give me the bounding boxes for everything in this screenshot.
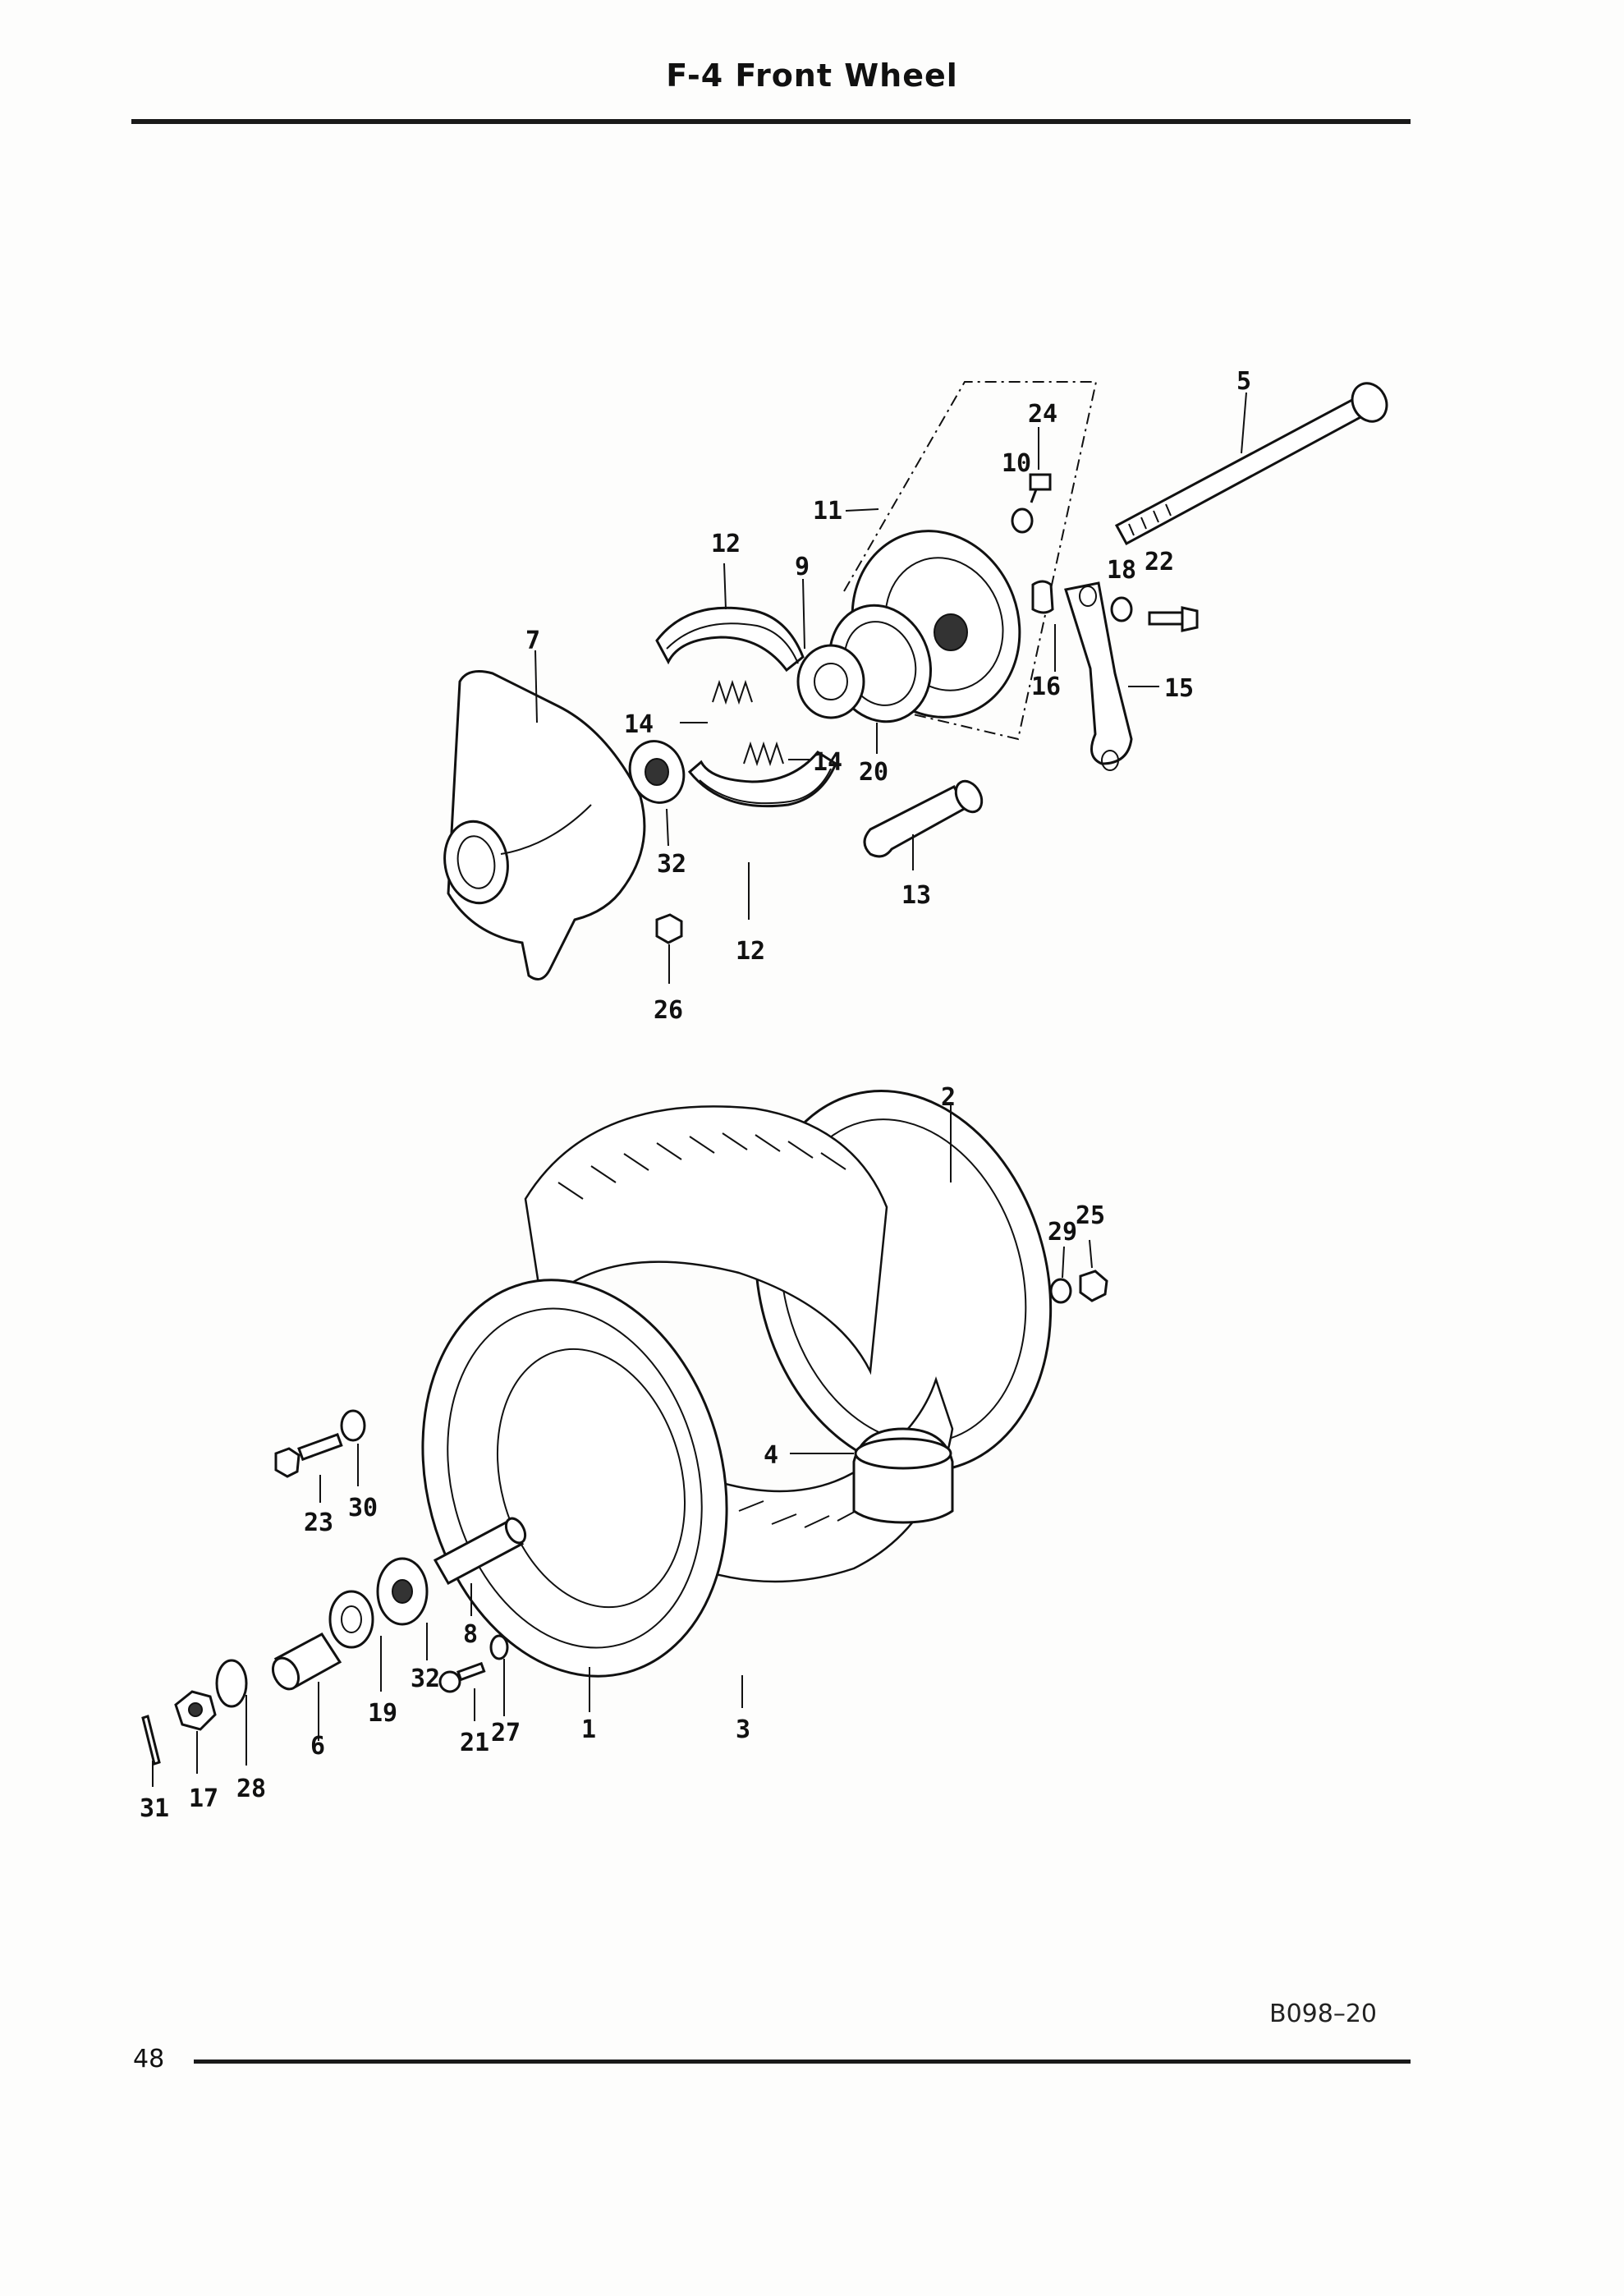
label-16: 16: [1031, 673, 1061, 701]
part-rim-front: [421, 1279, 728, 1712]
label-8: 8: [463, 1620, 478, 1649]
part-collar: [271, 1632, 342, 1741]
part-gear-and-seal: [796, 578, 933, 754]
part-hub: [443, 650, 646, 980]
label-17: 17: [189, 1784, 218, 1813]
part-brake-shoes: [655, 563, 837, 920]
footer-rule: [194, 2060, 1411, 2064]
label-6: 6: [310, 1732, 325, 1761]
label-24: 24: [1028, 400, 1057, 429]
label-7: 7: [525, 627, 540, 655]
part-axle: [1114, 382, 1388, 546]
header-rule: [131, 119, 1411, 124]
label-9: 9: [795, 553, 810, 581]
label-3: 3: [736, 1715, 750, 1744]
label-5: 5: [1236, 367, 1251, 396]
label-14b: 14: [813, 748, 842, 777]
part-spacer: [433, 1517, 527, 1616]
part-brake-arm: [1031, 580, 1199, 771]
part-brake-springs: [680, 679, 810, 767]
part-rim-bolt-washer: [274, 1409, 366, 1503]
label-18: 18: [1107, 556, 1136, 585]
callout-labels: 5 24 10 11 12 9 18 22 7 16 15 14 14 20 3…: [140, 367, 1251, 1823]
part-screw-21-washer-27: [438, 1634, 509, 1721]
label-25: 25: [1076, 1201, 1105, 1230]
label-21: 21: [460, 1729, 489, 1757]
label-31: 31: [140, 1794, 169, 1823]
label-15: 15: [1164, 674, 1194, 703]
part-rim-nut-washer: [1049, 1239, 1108, 1304]
label-10: 10: [1002, 449, 1031, 478]
part-tube: [790, 1427, 954, 1524]
label-29: 29: [1048, 1218, 1077, 1247]
label-14a: 14: [624, 710, 654, 739]
label-23: 23: [304, 1508, 333, 1537]
label-26: 26: [654, 996, 683, 1025]
page-number: 48: [133, 2045, 165, 2073]
figure-code: B098–20: [1269, 2000, 1378, 2028]
label-28: 28: [236, 1775, 266, 1803]
label-20: 20: [859, 758, 888, 787]
label-4: 4: [764, 1441, 778, 1470]
part-wheel-bearing: [376, 1557, 429, 1660]
label-12a: 12: [711, 530, 741, 558]
part-brake-cam: [863, 779, 984, 870]
label-11: 11: [813, 497, 842, 526]
label-19: 19: [368, 1699, 397, 1728]
page-title: F-4 Front Wheel: [666, 57, 958, 94]
label-32b: 32: [411, 1665, 440, 1693]
label-12b: 12: [736, 937, 765, 966]
part-oil-seal: [328, 1590, 382, 1692]
label-22: 22: [1145, 548, 1174, 576]
part-tire: [524, 1105, 954, 1708]
label-30: 30: [348, 1494, 378, 1522]
part-axle-nut-group: [141, 1659, 248, 1787]
label-2: 2: [941, 1083, 956, 1112]
label-32a: 32: [657, 850, 686, 879]
part-screw-and-washer: [1011, 427, 1052, 534]
part-hub-bearing: [628, 740, 686, 984]
label-13: 13: [901, 881, 931, 910]
label-27: 27: [491, 1719, 521, 1747]
label-1: 1: [581, 1715, 596, 1744]
